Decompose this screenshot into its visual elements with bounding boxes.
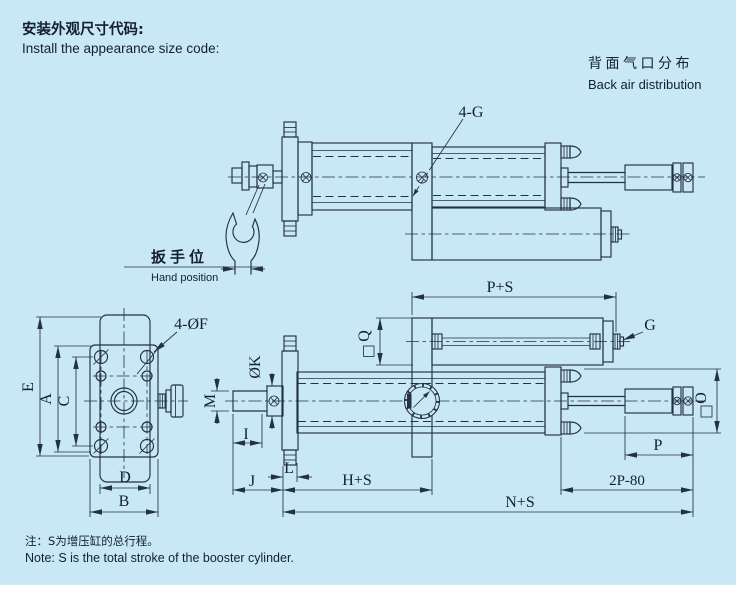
dim-label-e: E xyxy=(20,382,37,392)
dim-label-i: I xyxy=(243,426,248,443)
plug-fitting xyxy=(560,421,582,435)
dim-label-l: L xyxy=(284,460,294,477)
port-circle xyxy=(268,395,280,407)
top-side-view: 4-G xyxy=(228,104,705,261)
dim-label-hs: H+S xyxy=(342,472,371,489)
dim-label-a: A xyxy=(38,393,55,405)
dim-label-j: J xyxy=(249,473,255,490)
port-circle xyxy=(300,172,312,183)
footnote-en: Note: S is the total stroke of the boost… xyxy=(25,551,294,565)
rod-end-knob xyxy=(157,384,184,418)
dim-label-4g: 4-G xyxy=(459,104,484,121)
tank-fitting xyxy=(610,226,623,243)
dim-label-p: P xyxy=(654,437,663,454)
port-circle xyxy=(258,172,268,183)
dim-label-m: M xyxy=(202,394,219,408)
g-port-fitting xyxy=(612,333,625,350)
dimensioned-side-view: G xyxy=(202,279,721,517)
dim-label-q: Q xyxy=(356,330,373,342)
square-symbol xyxy=(363,345,375,357)
wrench-annotation: 扳手位 Hand position xyxy=(124,183,266,284)
dim-label-ps: P+S xyxy=(487,279,514,296)
port-orientation-dial xyxy=(403,382,441,420)
dim-label-c: C xyxy=(56,396,73,407)
dim-label-g: G xyxy=(644,317,656,334)
bolt-end-circle xyxy=(672,172,693,183)
front-flange-view: E A C D B 4-ØF xyxy=(20,308,208,517)
bolt-end-circle xyxy=(672,396,693,406)
plug-fitting xyxy=(560,145,582,159)
square-symbol xyxy=(700,405,713,418)
port-circle xyxy=(416,171,428,184)
dim-label-ok: ØK xyxy=(247,355,264,379)
tank-tie-rod xyxy=(431,333,601,350)
page-title-en: Install the appearance size code: xyxy=(22,41,219,56)
wrench-label-zh: 扳手位 xyxy=(151,248,208,266)
dim-label-o: O xyxy=(693,392,710,404)
dim-label-4of: 4-ØF xyxy=(174,316,208,333)
footnote-zh: 注：S为增压缸的总行程。 xyxy=(25,534,159,548)
dim-label-d: D xyxy=(119,469,131,486)
corner-note-zh: 背面气口分布 xyxy=(588,56,693,72)
mounting-holes xyxy=(93,349,157,454)
page-title-zh: 安装外观尺寸代码: xyxy=(22,20,144,38)
dim-label-2p80: 2P-80 xyxy=(609,473,645,489)
wrench-icon xyxy=(225,212,260,275)
wrench-label-en: Hand position xyxy=(151,272,218,284)
plug-fitting xyxy=(560,369,582,383)
dim-label-ns: N+S xyxy=(505,494,534,511)
dim-label-b: B xyxy=(119,493,130,510)
corner-note-en: Back air distribution xyxy=(588,77,701,92)
